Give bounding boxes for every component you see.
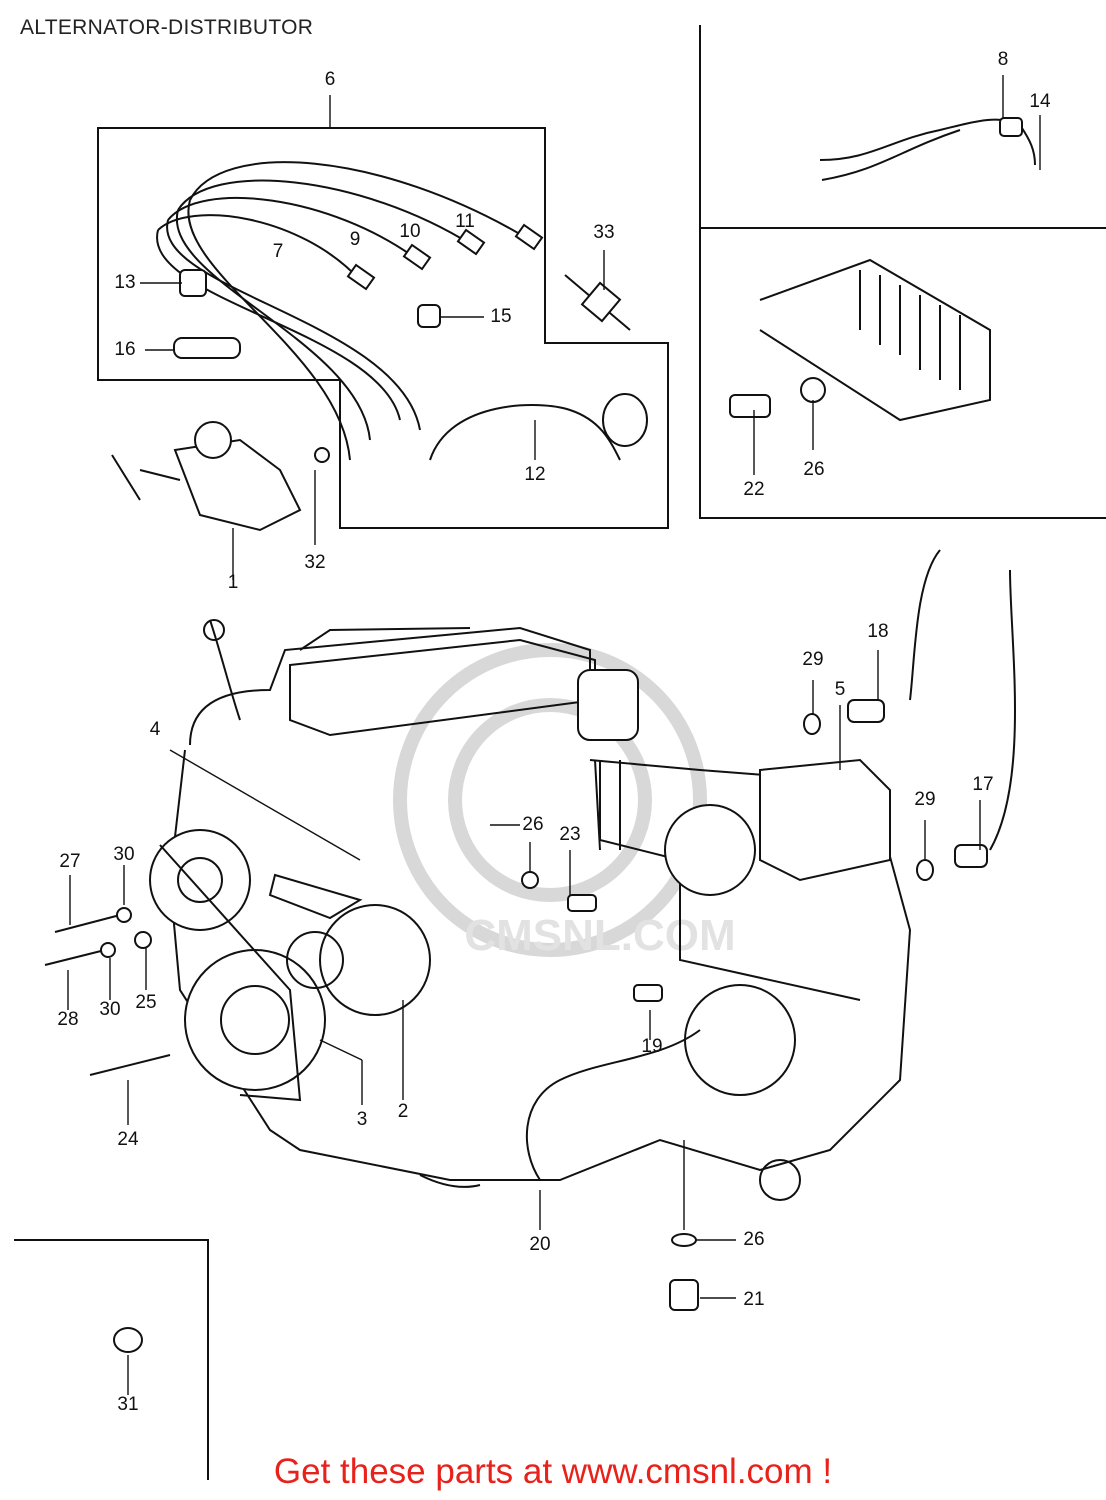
- callout-19: 19: [641, 1036, 662, 1057]
- coil-wire: [429, 393, 648, 461]
- callout-20: 20: [529, 1234, 550, 1255]
- watermark-text: CMSNL.COM: [464, 911, 735, 960]
- callout-10: 10: [399, 221, 420, 242]
- callout-labels: 1 2 3 4 5 6 7 8 9 10 11 12 13 14 15 16 1…: [57, 49, 1051, 1415]
- callout-32: 32: [304, 552, 325, 573]
- callout-2: 2: [398, 1101, 409, 1122]
- inset-frame-harness: [699, 25, 1106, 229]
- callout-26-radiator: 26: [803, 459, 824, 480]
- callout-7: 7: [273, 241, 284, 262]
- ignition-wire-set-frame: [97, 127, 669, 529]
- watermark-logo: CMSNL.COM: [393, 643, 736, 960]
- callout-13: 13: [114, 272, 135, 293]
- callout-23: 23: [559, 824, 580, 845]
- callout-30-upper: 30: [113, 844, 134, 865]
- callout-30-lower: 30: [99, 999, 120, 1020]
- callout-3: 3: [357, 1109, 368, 1130]
- callout-18: 18: [867, 621, 888, 642]
- radiator: [759, 258, 991, 422]
- cmsnl-parts-link[interactable]: Get these parts at www.cmsnl.com !: [273, 1452, 833, 1491]
- callout-29-right: 29: [914, 789, 935, 810]
- callout-16: 16: [114, 339, 135, 360]
- callout-33: 33: [593, 222, 614, 243]
- bolts-and-washers: [44, 447, 330, 1076]
- distributor: [111, 421, 302, 532]
- callout-6: 6: [325, 69, 336, 90]
- engine-assembly: [149, 619, 912, 1201]
- inset-frame-washer: [14, 1239, 209, 1480]
- callout-24: 24: [117, 1129, 139, 1150]
- callout-4: 4: [150, 719, 161, 740]
- callout-21: 21: [743, 1289, 764, 1310]
- inset-frame-radiator: [699, 228, 1106, 519]
- callout-28: 28: [57, 1009, 78, 1030]
- callout-1: 1: [228, 572, 239, 593]
- callout-26-engine: 26: [522, 814, 543, 835]
- callout-22: 22: [743, 479, 764, 500]
- callout-27: 27: [59, 851, 80, 872]
- callout-11: 11: [455, 211, 475, 232]
- callout-15: 15: [490, 306, 511, 327]
- wire-clamps: [173, 269, 441, 359]
- spark-plug: [564, 274, 631, 331]
- callout-9: 9: [350, 229, 361, 250]
- callout-8: 8: [998, 49, 1009, 70]
- callout-5: 5: [835, 679, 846, 700]
- callout-29-starter: 29: [802, 649, 823, 670]
- callout-14: 14: [1029, 91, 1051, 112]
- spark-plug-wires: [156, 161, 544, 461]
- callout-31: 31: [117, 1394, 138, 1415]
- callout-12: 12: [524, 464, 545, 485]
- sensors-and-switches: [113, 377, 988, 1353]
- sensor-wires: [419, 549, 1016, 1188]
- sub-harness: [819, 117, 1036, 181]
- callout-17: 17: [972, 774, 993, 795]
- leader-lines: [67, 75, 1041, 1395]
- diagram-title: ALTERNATOR-DISTRIBUTOR: [20, 16, 314, 39]
- callout-25: 25: [135, 992, 156, 1013]
- callout-26-lower: 26: [743, 1229, 764, 1250]
